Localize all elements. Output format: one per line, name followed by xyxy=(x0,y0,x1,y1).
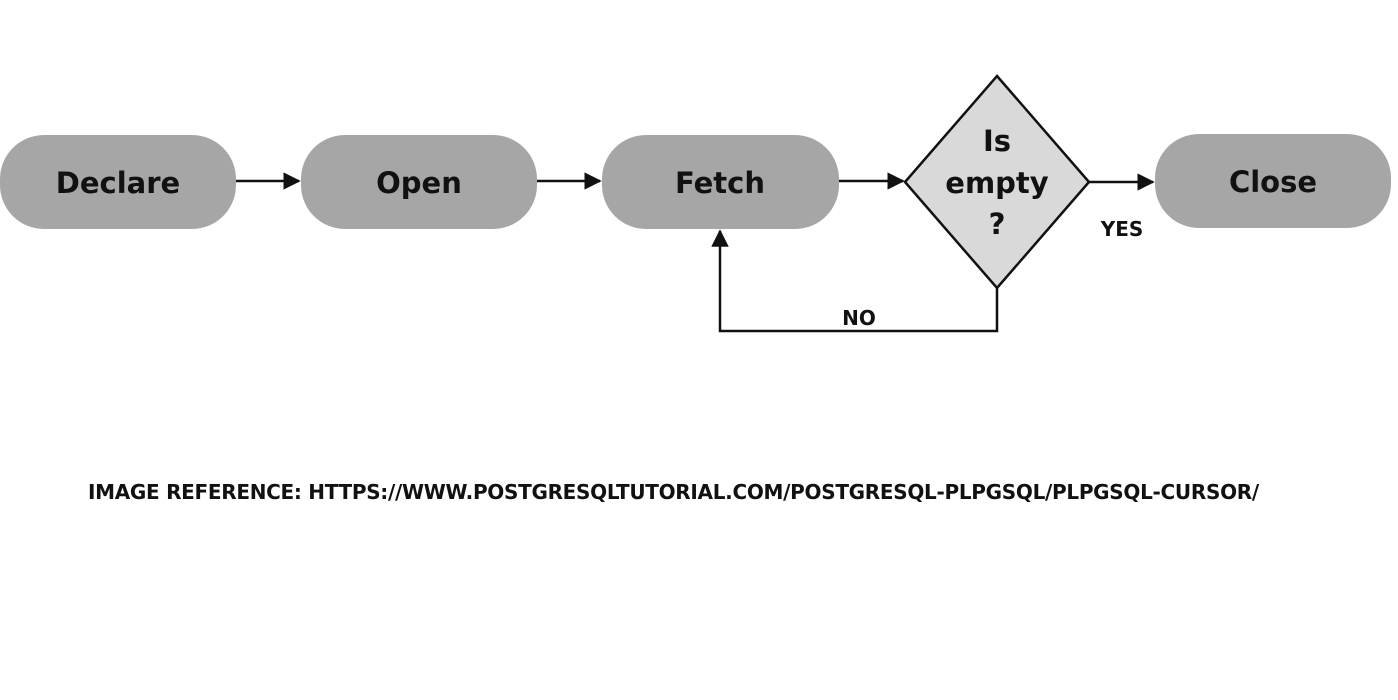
decision-line-1: Is xyxy=(983,124,1011,158)
close-node: Close xyxy=(1155,134,1391,228)
arrow-decision-back-to-fetch xyxy=(711,229,999,333)
yes-label: YES xyxy=(1100,217,1144,241)
decision-line-2: empty xyxy=(945,166,1049,200)
no-label: NO xyxy=(842,306,876,330)
fetch-node: Fetch xyxy=(602,135,839,229)
declare-node: Declare xyxy=(0,135,236,229)
decision-line-3: ? xyxy=(989,207,1006,241)
fetch-label: Fetch xyxy=(675,166,765,200)
open-node: Open xyxy=(301,135,537,229)
close-label: Close xyxy=(1229,165,1317,199)
declare-label: Declare xyxy=(56,166,180,200)
is-empty-decision: Is empty ? xyxy=(903,74,1091,290)
open-label: Open xyxy=(376,166,462,200)
image-reference-caption: IMAGE REFERENCE: HTTPS://WWW.POSTGRESQLT… xyxy=(88,480,1259,504)
